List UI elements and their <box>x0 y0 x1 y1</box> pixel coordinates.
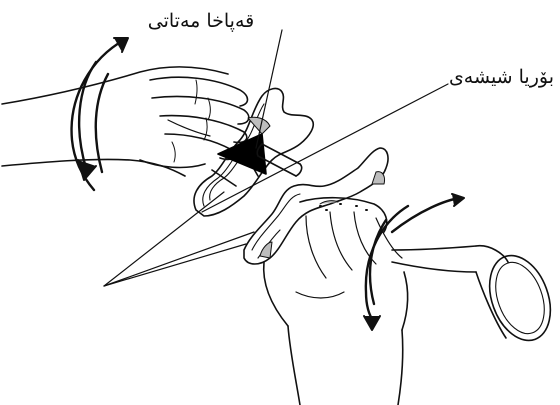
label-glass-tube: بۆریا شیشەی <box>414 68 554 87</box>
left-rotation-arrows <box>72 38 128 190</box>
left-hand <box>2 67 249 176</box>
right-rotation-arrows <box>364 194 464 330</box>
metal-cap <box>194 89 313 216</box>
glass-funnel <box>392 246 560 349</box>
label-metal-cap: قەپاخا مەتاتی <box>136 12 266 31</box>
right-hand <box>264 198 408 405</box>
